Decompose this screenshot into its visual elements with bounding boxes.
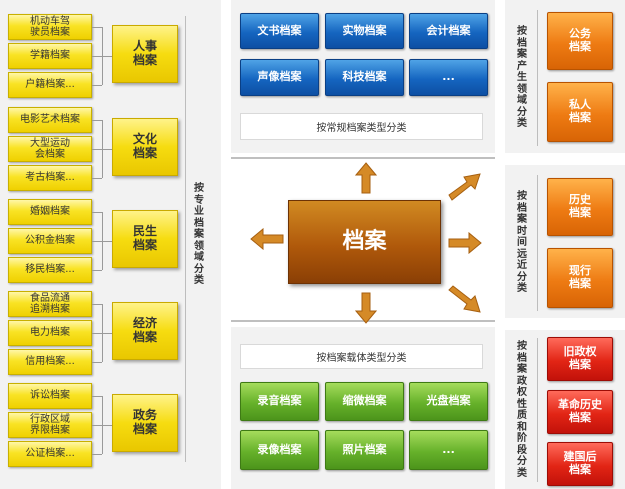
- bottom-item-2[interactable]: 缩微档案: [325, 382, 404, 421]
- left-group-3-item-2[interactable]: 公积金档案: [8, 228, 92, 254]
- bottom-item-6[interactable]: ...: [409, 430, 488, 470]
- left-group-5-item-1[interactable]: 诉讼档案: [8, 383, 92, 409]
- bottom-item-4[interactable]: 录像档案: [240, 430, 319, 470]
- right-section-3-divider: [537, 338, 538, 482]
- left-group-2-item-2[interactable]: 大型运动 会档案: [8, 136, 92, 162]
- left-category-connector: [102, 425, 112, 426]
- right-item-historical[interactable]: 历史 档案: [547, 178, 613, 236]
- left-item-connector: [92, 396, 102, 397]
- left-category-connector: [102, 56, 112, 57]
- right-item-current[interactable]: 现行 档案: [547, 248, 613, 308]
- left-item-connector: [92, 27, 102, 28]
- right-section-1-label: 按档案产生领域分类: [517, 26, 527, 130]
- arrow-down-right-icon: [448, 285, 481, 313]
- right-section-3-label: 按档案政权性质和阶段分类: [517, 341, 527, 479]
- left-item-connector: [92, 304, 102, 305]
- left-divider: [185, 16, 186, 462]
- left-group-3-item-3[interactable]: 移民档案...: [8, 257, 92, 283]
- right-section-1-divider: [537, 10, 538, 146]
- left-item-connector: [92, 212, 102, 213]
- left-item-connector: [92, 425, 102, 426]
- left-group-5-item-3[interactable]: 公证档案...: [8, 441, 92, 467]
- arrow-down-icon: [355, 292, 377, 324]
- left-item-connector: [92, 85, 102, 86]
- center-bottom-divider: [231, 320, 495, 322]
- top-classification-label: 按常规档案类型分类: [240, 113, 483, 140]
- bottom-item-1[interactable]: 录音档案: [240, 382, 319, 421]
- left-group-5-item-2[interactable]: 行政区域 界限档案: [8, 412, 92, 438]
- left-group-4-item-2[interactable]: 电力档案: [8, 320, 92, 346]
- left-item-connector: [92, 333, 102, 334]
- left-item-connector: [92, 270, 102, 271]
- top-item-1[interactable]: 文书档案: [240, 13, 319, 49]
- right-item-revolutionary[interactable]: 革命历史 档案: [547, 390, 613, 434]
- left-item-connector: [92, 149, 102, 150]
- arrow-up-right-icon: [448, 173, 481, 201]
- left-group-4-item-3[interactable]: 信用档案...: [8, 349, 92, 375]
- top-item-3[interactable]: 会计档案: [409, 13, 488, 49]
- left-category-connector: [102, 241, 112, 242]
- top-item-5[interactable]: 科技档案: [325, 59, 404, 96]
- left-group-3-item-1[interactable]: 婚姻档案: [8, 199, 92, 225]
- center-archive-box[interactable]: 档案: [288, 200, 441, 284]
- top-item-6[interactable]: ...: [409, 59, 488, 96]
- bottom-classification-label: 按档案载体类型分类: [240, 344, 483, 369]
- left-category-1[interactable]: 人事 档案: [112, 25, 178, 83]
- bottom-item-5[interactable]: 照片档案: [325, 430, 404, 470]
- bottom-item-3[interactable]: 光盘档案: [409, 382, 488, 421]
- right-item-post-founding[interactable]: 建国后 档案: [547, 442, 613, 486]
- left-item-connector: [92, 362, 102, 363]
- left-group-1-item-3[interactable]: 户籍档案...: [8, 72, 92, 98]
- left-item-connector: [92, 454, 102, 455]
- left-group-4-item-1[interactable]: 食品流通 追溯档案: [8, 291, 92, 317]
- left-category-connector: [102, 333, 112, 334]
- right-section-2-divider: [537, 175, 538, 311]
- right-item-public[interactable]: 公务 档案: [547, 12, 613, 70]
- left-category-4[interactable]: 经济 档案: [112, 302, 178, 360]
- left-classification-label: 按专业档案领域分类: [194, 183, 204, 287]
- left-category-5[interactable]: 政务 档案: [112, 394, 178, 452]
- left-group-2-item-1[interactable]: 电影艺术档案: [8, 107, 92, 133]
- left-group-2-item-3[interactable]: 考古档案...: [8, 165, 92, 191]
- left-category-connector: [102, 149, 112, 150]
- right-item-private[interactable]: 私人 档案: [547, 82, 613, 142]
- top-item-2[interactable]: 实物档案: [325, 13, 404, 49]
- arrow-up-icon: [355, 162, 377, 194]
- left-item-connector: [92, 241, 102, 242]
- left-category-3[interactable]: 民生 档案: [112, 210, 178, 268]
- left-group-1-item-2[interactable]: 学籍档案: [8, 43, 92, 69]
- left-group-1-item-1[interactable]: 机动车驾 驶员档案: [8, 14, 92, 40]
- right-section-2-label: 按档案时间远近分类: [517, 191, 527, 295]
- left-category-2[interactable]: 文化 档案: [112, 118, 178, 176]
- right-item-old-regime[interactable]: 旧政权 档案: [547, 337, 613, 381]
- left-item-connector: [92, 120, 102, 121]
- arrow-right-icon: [448, 232, 482, 254]
- arrow-left-icon: [250, 228, 284, 250]
- left-item-connector: [92, 178, 102, 179]
- center-top-divider: [231, 157, 495, 159]
- top-item-4[interactable]: 声像档案: [240, 59, 319, 96]
- left-item-connector: [92, 56, 102, 57]
